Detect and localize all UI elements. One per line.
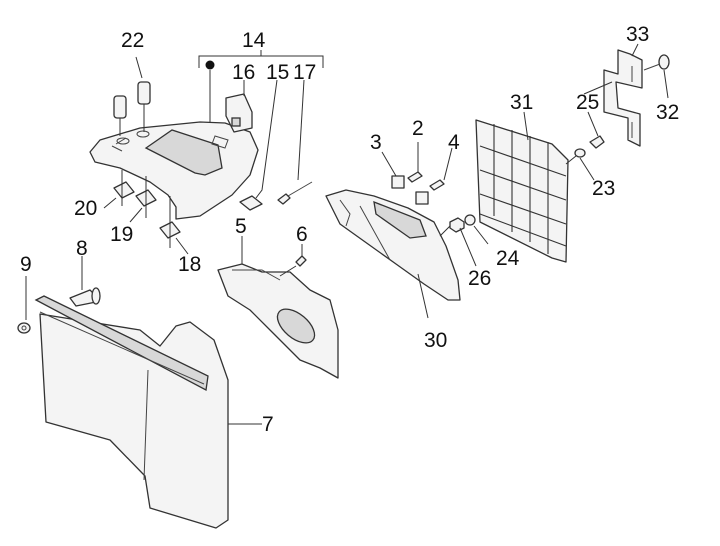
- clip-15: [239, 79, 278, 211]
- nut-washer-26-24: [439, 214, 489, 267]
- callout-2: 2: [412, 117, 424, 140]
- callout-19: 19: [110, 223, 134, 246]
- callout-15: 15: [266, 61, 290, 84]
- callout-9: 9: [20, 253, 32, 276]
- callout-22: 22: [121, 29, 145, 52]
- rear-cover-30: [325, 189, 461, 319]
- connector-16: [225, 80, 253, 133]
- group-marker-dot: [205, 60, 215, 70]
- callout-18: 18: [178, 253, 202, 276]
- callout-6: 6: [296, 223, 308, 246]
- fasteners-3-2-4: [381, 142, 453, 205]
- callout-20: 20: [74, 197, 98, 220]
- washer-9: [17, 276, 31, 334]
- rivet-17: [277, 79, 313, 205]
- callout-3: 3: [370, 131, 382, 154]
- callout-24: 24: [496, 247, 520, 270]
- callout-26: 26: [468, 267, 492, 290]
- screw-washer-25-23: [565, 111, 605, 181]
- callout-23: 23: [592, 177, 616, 200]
- callout-32: 32: [656, 101, 680, 124]
- callout-5: 5: [235, 215, 247, 238]
- callout-30: 30: [424, 329, 448, 352]
- callout-8: 8: [76, 237, 88, 260]
- mud-flap-7: [34, 295, 262, 529]
- callout-33: 33: [626, 23, 650, 46]
- screw-6: [279, 244, 307, 277]
- inner-panel-5: [217, 236, 339, 379]
- callout-17: 17: [293, 61, 317, 84]
- callout-31: 31: [510, 91, 534, 114]
- plate-holder-31: [475, 111, 569, 263]
- clips-20-19-18: [103, 170, 189, 255]
- bracket-33: [583, 43, 643, 147]
- bolt-8: [69, 256, 101, 307]
- screws-22: [113, 56, 151, 136]
- callout-7: 7: [262, 413, 274, 436]
- group-bracket-14: [198, 50, 324, 122]
- callout-25: 25: [576, 91, 600, 114]
- top-tray: [89, 121, 259, 220]
- screw-32: [643, 54, 670, 99]
- callout-14: 14: [242, 29, 266, 52]
- callout-16: 16: [232, 61, 256, 84]
- callout-4: 4: [448, 131, 460, 154]
